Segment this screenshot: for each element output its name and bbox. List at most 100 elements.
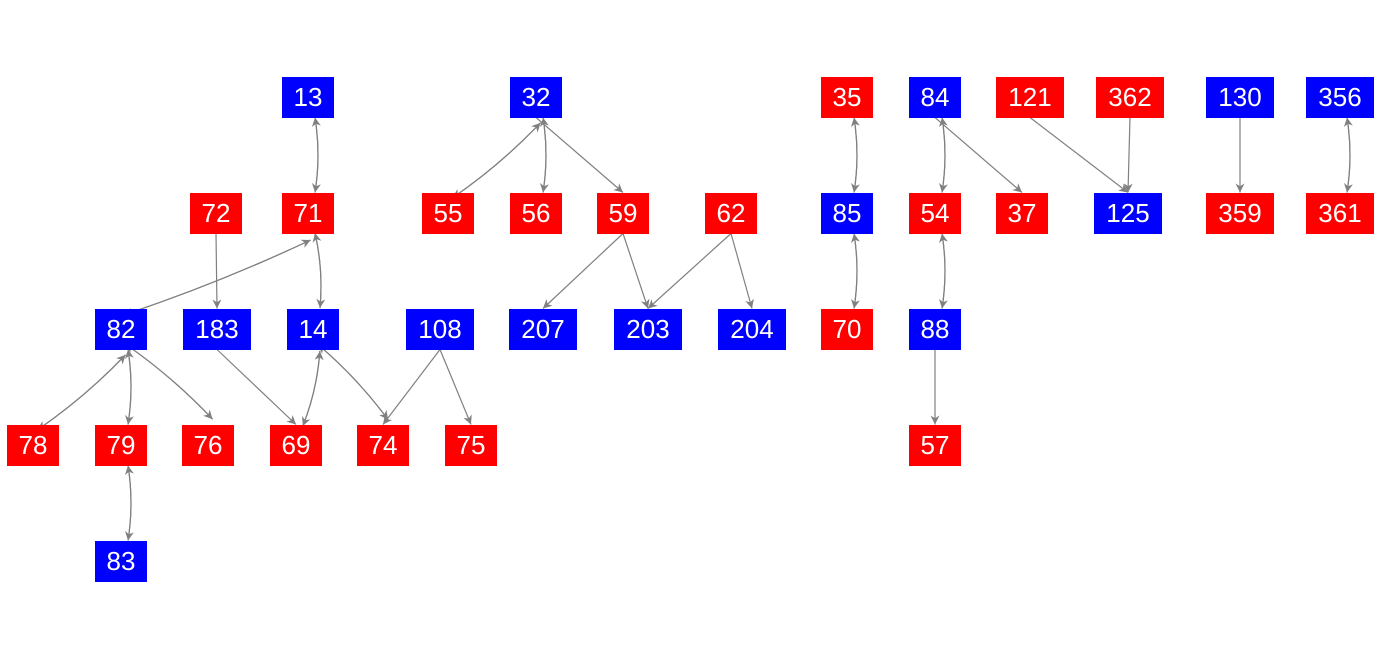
edge-55-to-32 (452, 122, 541, 199)
edge-32-to-59 (535, 117, 624, 193)
edge-85-to-35 (850, 117, 860, 193)
edge-56-to-32 (539, 117, 549, 193)
node-56[interactable]: 56 (510, 192, 562, 234)
node-204[interactable]: 204 (718, 308, 786, 350)
node-79[interactable]: 79 (95, 424, 147, 466)
node-label: 76 (193, 429, 223, 460)
node-37[interactable]: 37 (996, 192, 1048, 234)
node-label: 79 (106, 429, 136, 460)
node-label: 121 (1008, 81, 1052, 112)
edge-362-to-125 (1123, 117, 1133, 193)
node-label: 88 (920, 313, 950, 344)
node-label: 13 (293, 81, 323, 112)
node-71[interactable]: 71 (282, 192, 334, 234)
node-203[interactable]: 203 (614, 308, 682, 350)
edge-82-to-76 (125, 343, 214, 420)
node-78[interactable]: 78 (7, 424, 59, 466)
edge-88-to-54 (938, 233, 948, 309)
node-label: 56 (521, 197, 551, 228)
node-label: 74 (368, 429, 398, 460)
edge-108-to-75 (439, 349, 472, 425)
node-85[interactable]: 85 (821, 192, 873, 234)
node-72[interactable]: 72 (190, 192, 242, 234)
node-label: 183 (195, 313, 239, 344)
node-label: 130 (1218, 81, 1262, 112)
node-label: 62 (716, 197, 746, 228)
edge-54-to-84 (938, 117, 948, 193)
node-label: 108 (418, 313, 462, 344)
node-label: 59 (608, 197, 638, 228)
node-label: 72 (201, 197, 231, 228)
edge-32-to-55 (452, 122, 541, 199)
node-183[interactable]: 183 (183, 308, 251, 350)
node-14[interactable]: 14 (287, 308, 339, 350)
node-82[interactable]: 82 (95, 308, 147, 350)
node-69[interactable]: 69 (270, 424, 322, 466)
node-70[interactable]: 70 (821, 308, 873, 350)
node-label: 57 (920, 429, 950, 460)
edge-183-to-69 (216, 349, 297, 425)
node-label: 71 (293, 197, 323, 228)
edge-62-to-204 (730, 233, 754, 309)
node-label: 70 (832, 313, 862, 344)
node-83[interactable]: 83 (95, 540, 147, 582)
node-label: 125 (1106, 197, 1150, 228)
node-label: 361 (1318, 197, 1362, 228)
node-label: 359 (1218, 197, 1262, 228)
edge-14-to-69 (301, 351, 321, 427)
edge-72-to-183 (212, 233, 222, 309)
node-361[interactable]: 361 (1306, 192, 1374, 234)
node-label: 55 (433, 197, 463, 228)
node-62[interactable]: 62 (705, 192, 757, 234)
node-207[interactable]: 207 (509, 308, 577, 350)
node-label: 32 (521, 81, 551, 112)
node-362[interactable]: 362 (1096, 76, 1164, 118)
node-59[interactable]: 59 (597, 192, 649, 234)
node-13[interactable]: 13 (282, 76, 334, 118)
node-74[interactable]: 74 (357, 424, 409, 466)
node-label: 82 (106, 313, 136, 344)
node-76[interactable]: 76 (182, 424, 234, 466)
edge-59-to-207 (542, 233, 624, 309)
node-label: 204 (730, 313, 774, 344)
node-75[interactable]: 75 (445, 424, 497, 466)
node-label: 85 (832, 197, 862, 228)
node-label: 69 (281, 429, 311, 460)
node-label: 78 (18, 429, 48, 460)
edge-79-to-82 (124, 349, 134, 425)
edge-83-to-79 (124, 465, 134, 541)
edge-62-to-203 (647, 233, 732, 309)
edge-108-to-74 (382, 349, 441, 425)
edge-14-to-71 (312, 232, 322, 309)
edge-71-to-13 (311, 117, 321, 193)
node-130[interactable]: 130 (1206, 76, 1274, 118)
node-84[interactable]: 84 (909, 76, 961, 118)
node-356[interactable]: 356 (1306, 76, 1374, 118)
node-108[interactable]: 108 (406, 308, 474, 350)
edge-70-to-85 (850, 233, 860, 309)
node-label: 362 (1108, 81, 1152, 112)
node-label: 75 (456, 429, 486, 460)
node-32[interactable]: 32 (510, 76, 562, 118)
node-88[interactable]: 88 (909, 308, 961, 350)
node-35[interactable]: 35 (821, 76, 873, 118)
node-54[interactable]: 54 (909, 192, 961, 234)
node-121[interactable]: 121 (996, 76, 1064, 118)
node-label: 207 (521, 313, 565, 344)
node-label: 203 (626, 313, 670, 344)
node-125[interactable]: 125 (1094, 192, 1162, 234)
node-label: 84 (920, 81, 950, 112)
edge-82-to-78 (37, 354, 126, 431)
node-55[interactable]: 55 (422, 192, 474, 234)
node-359[interactable]: 359 (1206, 192, 1274, 234)
edge-121-to-125 (1029, 117, 1129, 193)
edge-361-to-356 (1343, 117, 1353, 193)
node-label: 83 (106, 545, 136, 576)
edge-69-to-14 (302, 351, 324, 427)
node-label: 37 (1007, 197, 1037, 228)
node-57[interactable]: 57 (909, 424, 961, 466)
edge-14-to-74 (317, 344, 389, 421)
node-label: 356 (1318, 81, 1362, 112)
